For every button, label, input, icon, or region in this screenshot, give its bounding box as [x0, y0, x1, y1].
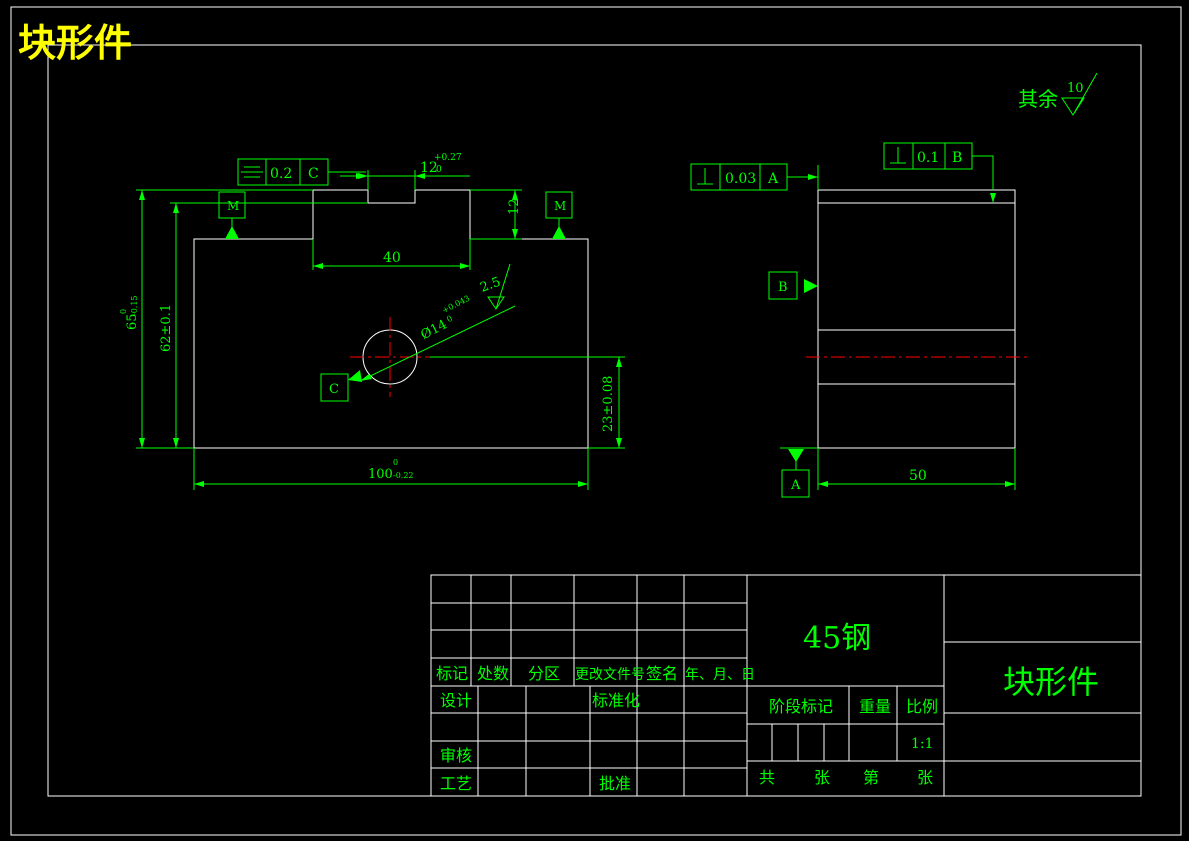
label-weight: 重量 [859, 697, 891, 716]
svg-text:C: C [329, 382, 339, 397]
finish-prefix: 其余 [1018, 87, 1058, 111]
perpendicularity-frame-b: 0.1 B [883, 142, 996, 203]
header-count: 处数 [477, 664, 509, 683]
material: 45钢 [803, 621, 871, 656]
svg-text:-0.22: -0.22 [393, 471, 414, 480]
svg-text:M: M [227, 199, 239, 213]
dim-40: 40 [383, 250, 401, 266]
front-view: 40 12 12 +0.27 0 0.2 C 65 0 [119, 153, 625, 490]
svg-text:M: M [554, 199, 566, 213]
header-change-doc: 更改文件号 [575, 667, 645, 683]
svg-text:0: 0 [445, 314, 454, 324]
symmetry-icon [241, 166, 263, 178]
inner-border [47, 44, 1142, 797]
dim-slot-depth: 12 [507, 198, 522, 215]
part-name: 块形件 [1003, 663, 1099, 701]
svg-text:C: C [308, 166, 319, 182]
finish-value: 10 [1067, 81, 1084, 96]
label-sheets: 张 [814, 768, 830, 787]
dim-height-outer: 65 [125, 313, 140, 330]
dim-hole: Ø14 [419, 317, 450, 343]
perpendicular-icon-2 [890, 147, 906, 164]
label-page: 第 [863, 768, 879, 787]
dim-slot-width: 12 [420, 160, 438, 176]
datum-b-box [768, 271, 798, 300]
label-review: 审核 [440, 746, 472, 765]
roughness-symbol-icon [1061, 72, 1098, 116]
roughness-value: 2.5 [478, 275, 503, 296]
label-sheet2: 张 [917, 768, 933, 787]
header-mark: 标记 [436, 664, 468, 683]
label-ratio: 比例 [906, 697, 938, 716]
symmetry-tolerance-frame: 0.2 C [237, 158, 366, 186]
roughness-2-5-icon [487, 263, 511, 310]
datum-c-box [320, 373, 349, 402]
svg-text:+0.043: +0.043 [441, 294, 471, 315]
side-outline [817, 189, 1016, 449]
header-signature: 签名 [646, 664, 678, 683]
svg-text:-0.15: -0.15 [130, 295, 139, 316]
label-design: 设计 [440, 691, 472, 710]
dim-height-inner: 62±0.1 [159, 304, 174, 352]
perpendicularity-frame-a: 0.03 A [690, 163, 819, 191]
dim-slot-width-lower: 0 [436, 165, 442, 175]
side-view: 0.03 A 0.1 B B A 5 [690, 142, 1028, 498]
svg-text:A: A [790, 478, 801, 493]
svg-text:B: B [778, 280, 788, 295]
title-block: 标记 处数 分区 更改文件号 签名 年、月、日 设计 标准化 审核 工艺 批准 … [430, 574, 1142, 797]
svg-text:0.2: 0.2 [270, 166, 292, 182]
svg-text:0: 0 [119, 309, 128, 314]
dim-width: 100 [368, 467, 393, 482]
front-outline [193, 189, 589, 449]
svg-text:B: B [952, 150, 962, 166]
label-standardize: 标准化 [592, 691, 640, 710]
svg-text:0: 0 [393, 458, 398, 467]
surface-finish-note: 其余 10 [1018, 72, 1098, 116]
drawing-title: 块形件 [18, 21, 132, 65]
outer-border [10, 6, 1182, 836]
svg-text:A: A [767, 171, 779, 187]
header-date: 年、月、日 [685, 667, 755, 683]
svg-text:0.03: 0.03 [725, 171, 756, 187]
dim-slot-width-upper: +0.27 [434, 153, 462, 163]
header-zone: 分区 [528, 664, 560, 683]
perpendicular-icon [697, 168, 713, 185]
label-approve: 批准 [599, 774, 631, 793]
label-total: 共 [759, 768, 775, 787]
label-stage-mark: 阶段标记 [769, 697, 833, 716]
label-process: 工艺 [440, 774, 472, 793]
scale-value: 1:1 [911, 736, 934, 752]
svg-text:0.1: 0.1 [917, 150, 939, 166]
dim-hole-height: 23±0.08 [601, 376, 616, 432]
dim-thickness: 50 [909, 468, 927, 484]
